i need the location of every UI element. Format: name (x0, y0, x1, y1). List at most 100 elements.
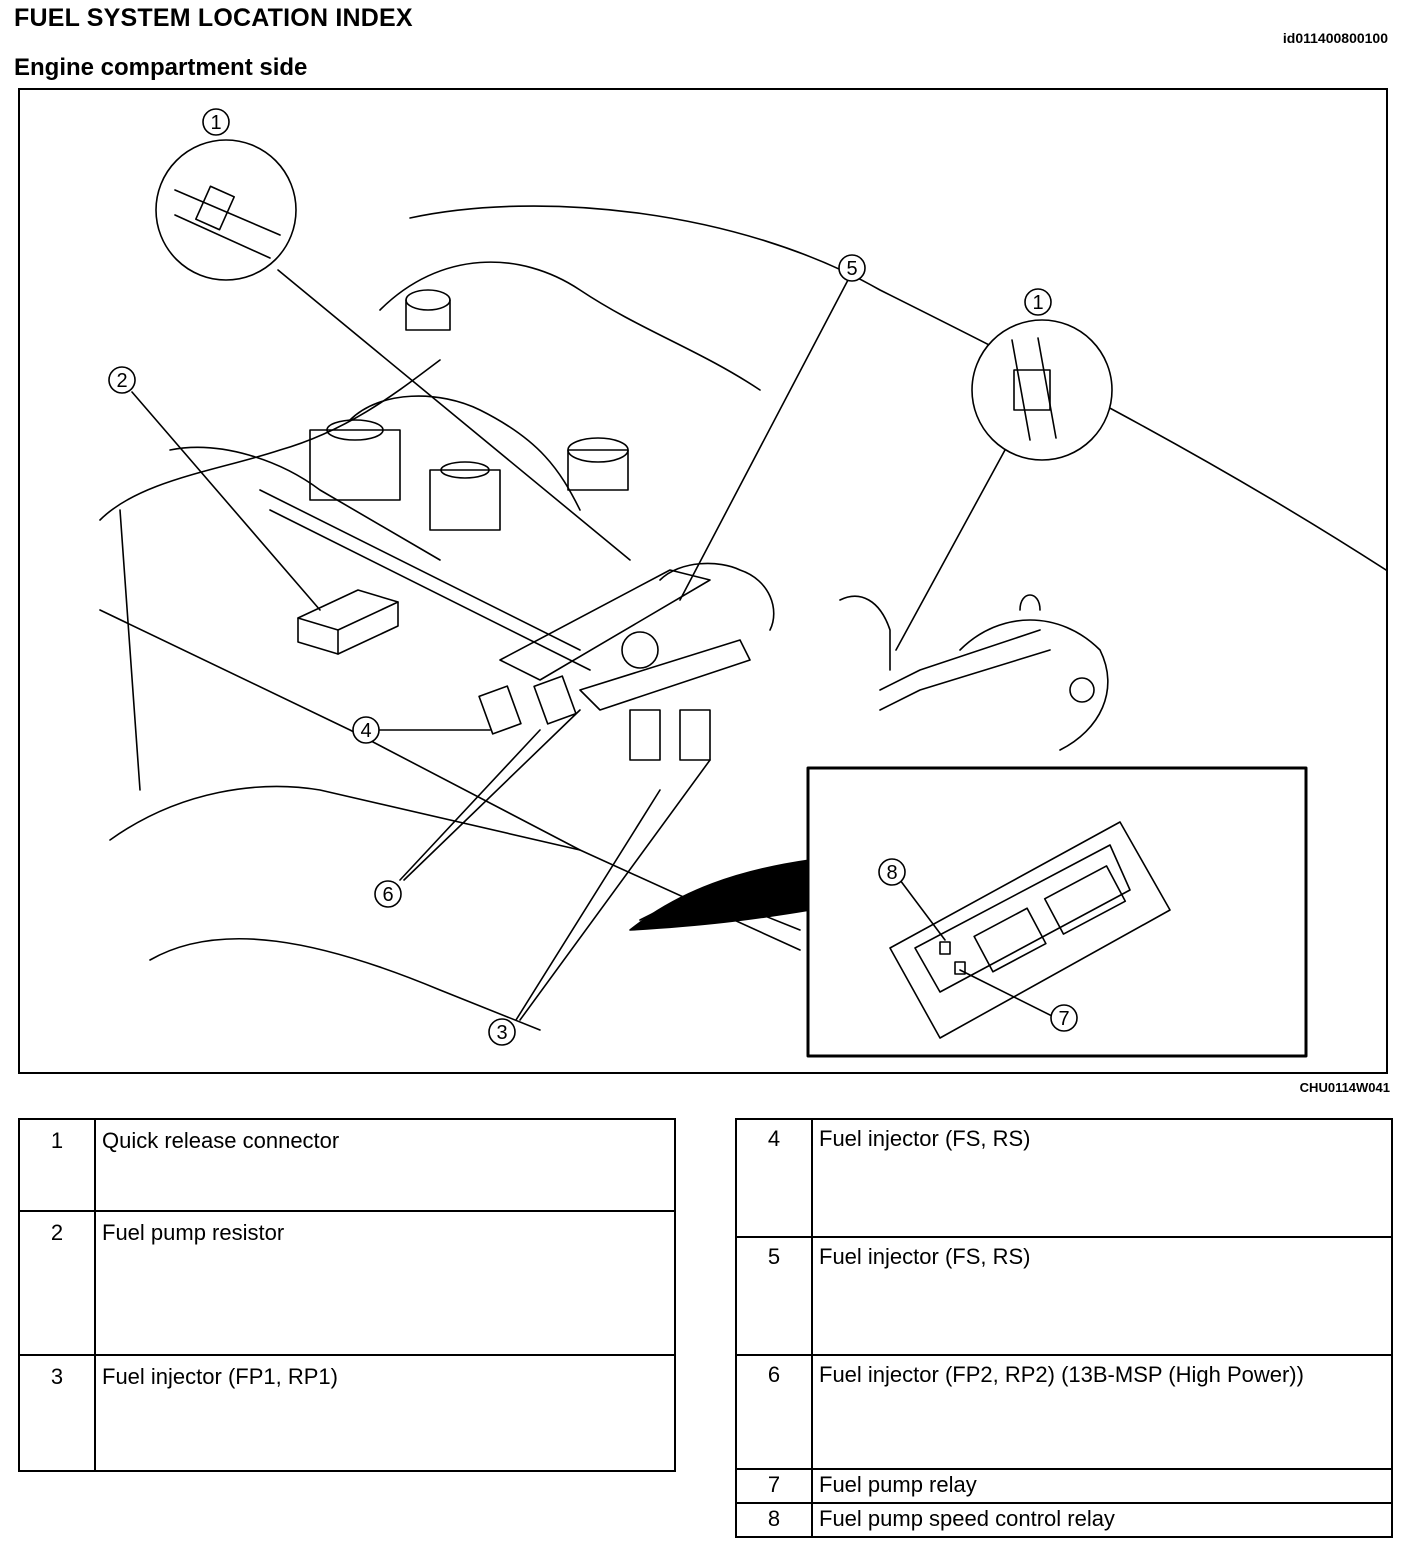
engine-cap-3-top (567, 437, 629, 463)
leader-7 (959, 969, 1061, 1021)
relay-7-outline (954, 961, 966, 975)
engine-cap-4 (405, 299, 451, 331)
page-title: FUEL SYSTEM LOCATION INDEX (14, 4, 413, 32)
injector-4 (478, 685, 522, 735)
legend-row: 6 Fuel injector (FP2, RP2) (13B-MSP (Hig… (735, 1354, 1393, 1470)
quick-connector-pipe-right (1011, 337, 1057, 441)
legend-label: Fuel pump relay (811, 1468, 1393, 1504)
relay-block-outline (889, 821, 1171, 1039)
section-subtitle: Engine compartment side (14, 54, 308, 81)
lower-body-line (149, 937, 541, 1031)
engine-right-contour (959, 619, 1109, 751)
document-id: id011400800100 (1282, 30, 1388, 46)
legend-label: Fuel pump resistor (94, 1210, 676, 1356)
left-edge-line (119, 509, 141, 791)
legend-number: 7 (735, 1468, 813, 1504)
callout-8: 8 (878, 858, 906, 886)
legend-row: 8 Fuel pump speed control relay (735, 1502, 1393, 1538)
relay-8-outline (939, 941, 951, 955)
legend-row: 1 Quick release connector (18, 1118, 676, 1212)
fuel-line-right-2 (879, 649, 1051, 711)
legend-label: Fuel injector (FS, RS) (811, 1236, 1393, 1356)
legend-row: 2 Fuel pump resistor (18, 1210, 676, 1356)
leader-3 (515, 759, 711, 1021)
svg-text:4: 4 (360, 720, 371, 742)
callout-2: 2 (108, 366, 136, 394)
engine-right-stud (1019, 594, 1041, 611)
legend-label: Fuel injector (FP1, RP1) (94, 1354, 676, 1472)
callout-layer: 1 1 2 3 4 5 6 7 (108, 108, 1078, 1046)
engine-cap-3 (567, 449, 629, 491)
svg-text:7: 7 (1058, 1008, 1069, 1030)
legend-label: Fuel injector (FP2, RP2) (13B-MSP (High … (811, 1354, 1393, 1470)
leader-1-left (277, 269, 631, 561)
legend-row: 4 Fuel injector (FS, RS) (735, 1118, 1393, 1238)
legend-label: Quick release connector (94, 1118, 676, 1212)
body-outline-left (99, 359, 441, 521)
fuel-pump-resistor-side (297, 617, 339, 655)
fuel-line-long (259, 489, 581, 651)
detail-circle-quick-connector-left (155, 139, 297, 281)
leader-1-right (895, 449, 1006, 651)
fuel-line-right (879, 629, 1041, 691)
engine-cap-2-top (440, 461, 490, 479)
injector-6a (533, 675, 577, 725)
svg-text:5: 5 (846, 258, 857, 280)
fuel-hose-right (839, 595, 891, 671)
legend-label: Fuel pump speed control relay (811, 1502, 1393, 1538)
relay-grid-1 (973, 907, 1047, 973)
svg-text:2: 2 (116, 370, 127, 392)
fuel-rail-lower (579, 639, 751, 711)
injector-3a (629, 709, 661, 761)
relay-block-board (914, 844, 1131, 993)
legend-number: 1 (18, 1118, 96, 1212)
legend-number: 8 (735, 1502, 813, 1538)
engine-cap-1 (309, 429, 401, 501)
fuel-line-long-2 (269, 509, 591, 671)
legend-table-left: 1 Quick release connector 2 Fuel pump re… (18, 1118, 676, 1472)
legend-table-right: 4 Fuel injector (FS, RS) 5 Fuel injector… (735, 1118, 1393, 1538)
relay-grid-2 (1043, 865, 1127, 935)
callout-3: 3 (488, 1018, 516, 1046)
legend-number: 4 (735, 1118, 813, 1238)
callout-5: 5 (838, 254, 866, 282)
air-duct (169, 446, 441, 561)
engine-cap-2 (429, 469, 501, 531)
leader-6 (399, 709, 581, 881)
legend-label: Fuel injector (FS, RS) (811, 1118, 1393, 1238)
svg-text:1: 1 (210, 112, 221, 134)
svg-text:3: 3 (496, 1022, 507, 1044)
callout-4: 4 (352, 716, 380, 744)
svg-text:1: 1 (1032, 292, 1043, 314)
legend-row: 3 Fuel injector (FP1, RP1) (18, 1354, 676, 1472)
engine-right-plug (1069, 677, 1095, 703)
legend-number: 5 (735, 1236, 813, 1356)
engine-contour (349, 395, 581, 511)
fuel-hose-upper (659, 562, 775, 631)
hood-outline (409, 205, 1386, 571)
leader-5 (679, 279, 849, 601)
figure-code: CHU0114W041 (1299, 1080, 1390, 1095)
legend-number: 6 (735, 1354, 813, 1470)
callout-7: 7 (1050, 1004, 1078, 1032)
pressure-regulator (621, 631, 659, 669)
svg-text:6: 6 (382, 884, 393, 906)
legend-row: 7 Fuel pump relay (735, 1468, 1393, 1504)
leader-8 (899, 879, 946, 941)
leader-2 (131, 391, 321, 611)
callout-1-right: 1 (1024, 288, 1052, 316)
legend-number: 3 (18, 1354, 96, 1472)
callout-6: 6 (374, 880, 402, 908)
detail-circle-quick-connector-right (971, 319, 1113, 461)
injector-3b (679, 709, 711, 761)
engine-cap-1-top (326, 419, 384, 441)
legend-row: 5 Fuel injector (FS, RS) (735, 1236, 1393, 1356)
battery-outline (109, 785, 581, 851)
quick-connector-clip-right (1013, 369, 1051, 411)
fuel-rail-upper (499, 569, 711, 681)
callout-1-left: 1 (202, 108, 230, 136)
fuel-pump-resistor-front (337, 601, 399, 655)
legend-number: 2 (18, 1210, 96, 1356)
engine-top-contour (379, 261, 761, 391)
svg-text:8: 8 (886, 862, 897, 884)
